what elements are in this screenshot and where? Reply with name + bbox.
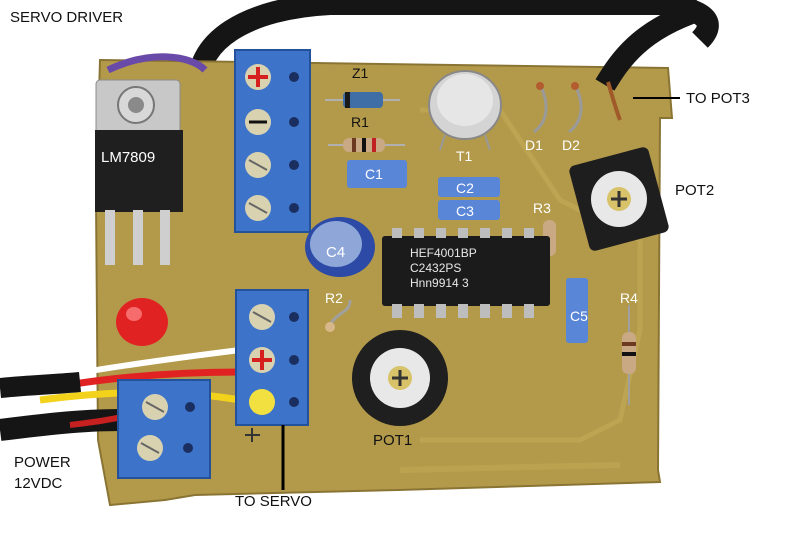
led-red	[116, 298, 168, 346]
terminal-screws-servo	[249, 304, 299, 415]
terminal-screws-top	[245, 64, 299, 221]
cable-top	[187, 0, 719, 97]
label-c2: C2	[456, 180, 474, 196]
potentiometer-pot1	[352, 330, 448, 426]
label-power: POWER	[14, 454, 71, 471]
capacitor-c1	[347, 160, 407, 188]
zener-diode-z1	[343, 92, 383, 108]
label-power-voltage: 12VDC	[14, 475, 63, 492]
capacitor-c5	[566, 278, 588, 343]
ic-marking-line2: C2432PS	[410, 261, 462, 275]
ic-marking-line1: HEF4001BP	[410, 246, 477, 260]
label-lm7809: LM7809	[101, 149, 156, 166]
label-r3: R3	[533, 200, 551, 216]
label-t1: T1	[456, 148, 473, 164]
label-c1: C1	[365, 166, 383, 182]
terminal-block-power	[117, 379, 211, 479]
label-to-pot3: TO POT3	[686, 90, 750, 107]
capacitor-c3	[438, 200, 500, 220]
label-pot1: POT1	[373, 432, 413, 449]
label-pot2: POT2	[675, 182, 715, 199]
ic-hef4001bp	[382, 228, 550, 318]
label-c3: C3	[456, 203, 474, 219]
label-d2: D2	[562, 137, 580, 153]
label-d1: D1	[525, 137, 543, 153]
label-z1: Z1	[352, 65, 369, 81]
label-r1: R1	[351, 114, 369, 130]
label-r4: R4	[620, 290, 638, 306]
capacitor-c2	[438, 177, 500, 197]
ic-marking-line3: Hnn9914 3	[410, 276, 469, 290]
label-to-servo: TO SERVO	[235, 493, 312, 510]
title-servo-driver: SERVO DRIVER	[10, 9, 124, 26]
label-r2: R2	[325, 290, 343, 306]
label-c4: C4	[326, 244, 346, 261]
regulator-body	[95, 130, 183, 212]
label-c5: C5	[570, 308, 588, 324]
